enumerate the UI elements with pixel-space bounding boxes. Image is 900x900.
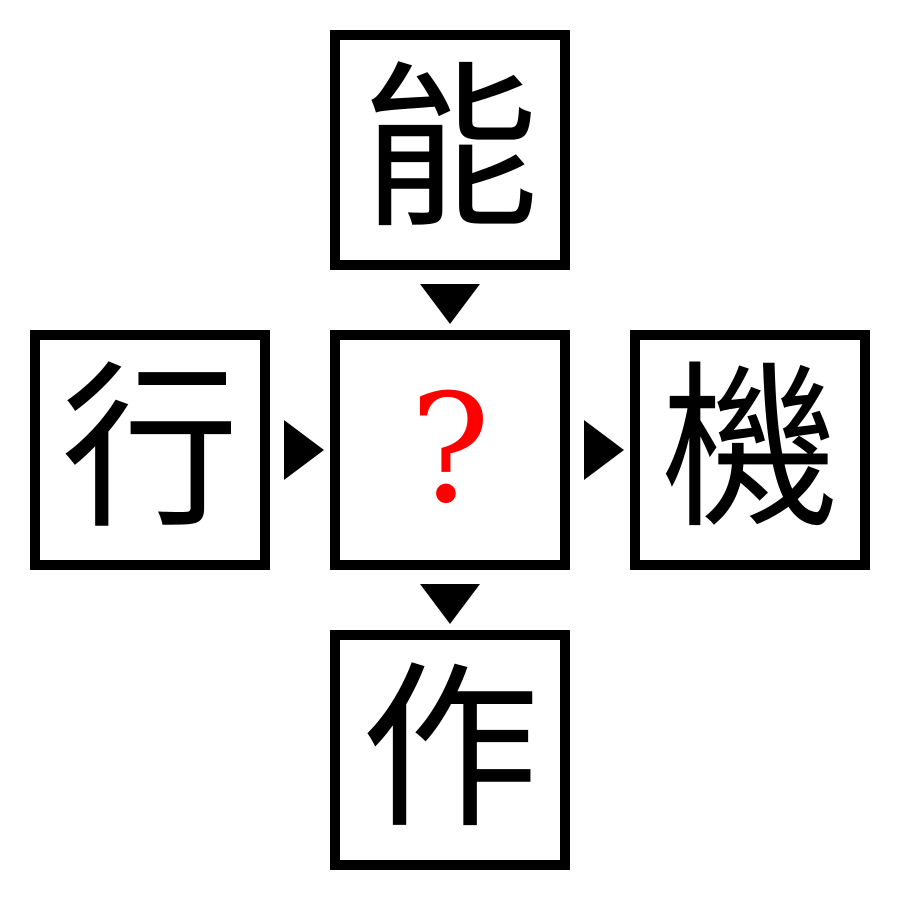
answer-tile[interactable]: ? — [330, 330, 570, 570]
kanji-tile-right: 機 — [630, 330, 870, 570]
kanji-tile-top: 能 — [330, 30, 570, 270]
kanji-top: 能 — [361, 46, 539, 253]
kanji-left: 行 — [61, 346, 239, 553]
arrow-down-icon — [420, 284, 480, 324]
kanji-tile-left: 行 — [30, 330, 270, 570]
arrow-right-icon — [284, 420, 324, 480]
arrow-right-icon — [584, 420, 624, 480]
kanji-right: 機 — [661, 346, 839, 553]
question-mark: ? — [409, 363, 491, 537]
kanji-bottom: 作 — [361, 646, 539, 853]
arrow-down-icon — [420, 584, 480, 624]
kanji-tile-bottom: 作 — [330, 630, 570, 870]
